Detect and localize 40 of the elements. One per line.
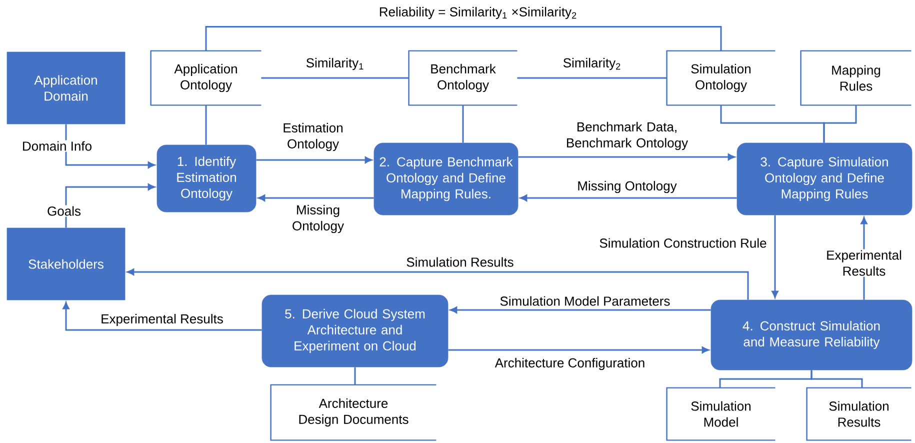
edge-label: Reliability = Similarity$_{1}$ ×Similarity$_{2}$ bbox=[380, 6, 576, 20]
arrow bbox=[520, 194, 737, 202]
data-store: Benchmark Ontology bbox=[408, 50, 518, 106]
edge-label: Missing Ontology bbox=[578, 180, 677, 194]
process-box: 1. Identify Estimation Ontology bbox=[156, 144, 256, 212]
arrow bbox=[448, 346, 709, 354]
arrow bbox=[65, 184, 155, 228]
edge-label: Similarity$_{1}$ bbox=[306, 58, 364, 70]
data-store: Simulation Model bbox=[666, 387, 776, 441]
process-box: 4. Construct Simulation and Measure Reliability bbox=[710, 300, 912, 370]
edge-label: Goals bbox=[46, 205, 82, 217]
data-store: Architecture Design Documents bbox=[270, 384, 436, 441]
actor-box: Application Domain bbox=[6, 52, 126, 124]
edge-label: Benchmark Data, Benchmark Ontology bbox=[567, 122, 688, 150]
actor-box: Stakeholders bbox=[6, 228, 126, 300]
arrow bbox=[65, 124, 155, 168]
data-store: Application Ontology bbox=[150, 50, 262, 106]
edge-label: Estimation Ontology bbox=[284, 122, 342, 152]
edge-label: Similarity$_{2}$ bbox=[563, 58, 620, 70]
edge-label: Simulation Construction Rule bbox=[598, 237, 768, 249]
arrow bbox=[256, 156, 372, 164]
arrow bbox=[62, 302, 262, 331]
data-store: Simulation Results bbox=[806, 387, 912, 441]
arrow bbox=[127, 268, 749, 300]
arrow bbox=[518, 154, 735, 160]
edge-label: Missing Ontology bbox=[292, 204, 344, 234]
arrow bbox=[772, 215, 778, 298]
data-store: Mapping Rules bbox=[800, 50, 912, 106]
edge-label: Architecture Configuration bbox=[494, 358, 644, 370]
process-box: 5. Derive Cloud System Architecture and Experiment on Cloud bbox=[262, 294, 448, 368]
arrow bbox=[258, 194, 374, 202]
edge-label: Simulation Model Parameters bbox=[500, 296, 670, 306]
edge-label: Experimental Results bbox=[102, 314, 223, 326]
process-box: 2. Capture Benchmark Ontology and Define Mapping Rules. bbox=[374, 142, 518, 216]
edge-label: Domain Info bbox=[20, 140, 94, 152]
edge-label: Simulation Results bbox=[406, 257, 514, 267]
arrow bbox=[450, 306, 711, 314]
process-box: 3. Capture Simulation Ontology and Define Mapping Rules bbox=[736, 142, 912, 216]
edge-label: Experimental Results bbox=[816, 249, 912, 277]
data-store: Simulation Ontology bbox=[666, 50, 776, 106]
